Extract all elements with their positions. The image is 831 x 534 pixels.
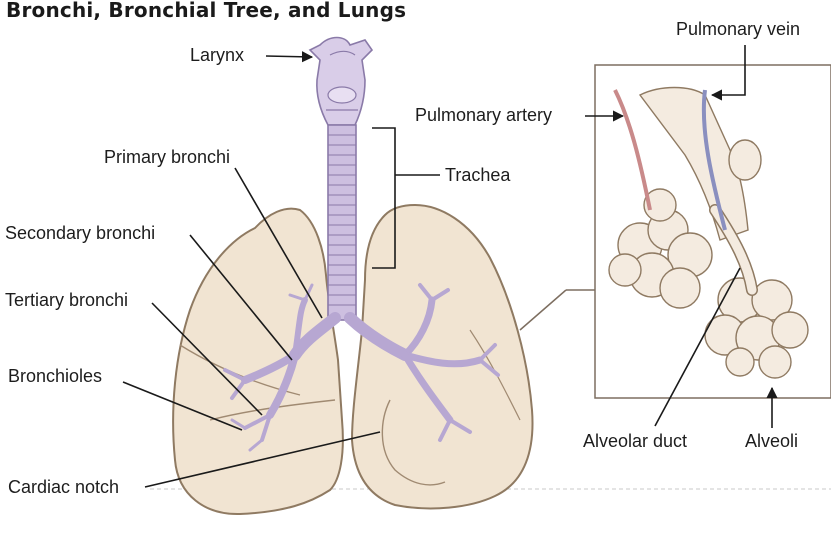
primary-bronchi-pointer: [234, 167, 323, 319]
pulmonary-vein-pointer: [710, 45, 746, 101]
right-lung: [172, 207, 344, 516]
tertiary-bronchi-pointer: [151, 302, 263, 416]
label-alveolar-duct: Alveolar duct: [583, 431, 688, 451]
alveolar-duct-pointer: [654, 267, 741, 427]
cardiac-notch-curve: [381, 399, 446, 486]
secondary-bronchi-pointer: [189, 234, 293, 361]
label-trachea: Trachea: [445, 165, 511, 185]
label-pulmonary-vein: Pulmonary vein: [676, 19, 801, 39]
trachea-bracket: [372, 127, 396, 269]
label-larynx: Larynx: [190, 45, 245, 65]
bronchioles-pointer: [122, 381, 243, 431]
diagram-title: Bronchi, Bronchial Tree, and Lungs: [6, 0, 407, 22]
inset-connector: [519, 289, 567, 331]
trachea-tube: [327, 124, 357, 321]
label-bronchioles: Bronchioles: [8, 366, 103, 386]
larynx-pointer: [265, 51, 314, 63]
label-primary-bronchi: Primary bronchi: [104, 147, 231, 167]
cardiac-notch-pointer: [144, 431, 381, 488]
alveoli-detail: [608, 86, 809, 379]
label-tertiary-bronchi: Tertiary bronchi: [5, 290, 129, 310]
label-secondary-bronchi: Secondary bronchi: [5, 223, 156, 243]
larynx-shape: [308, 36, 374, 126]
label-pulmonary-artery: Pulmonary artery: [415, 105, 553, 125]
bronchial-tree: [223, 283, 500, 452]
label-cardiac-notch: Cardiac notch: [8, 477, 120, 497]
left-lung: [350, 203, 534, 510]
label-alveoli: Alveoli: [745, 431, 799, 451]
